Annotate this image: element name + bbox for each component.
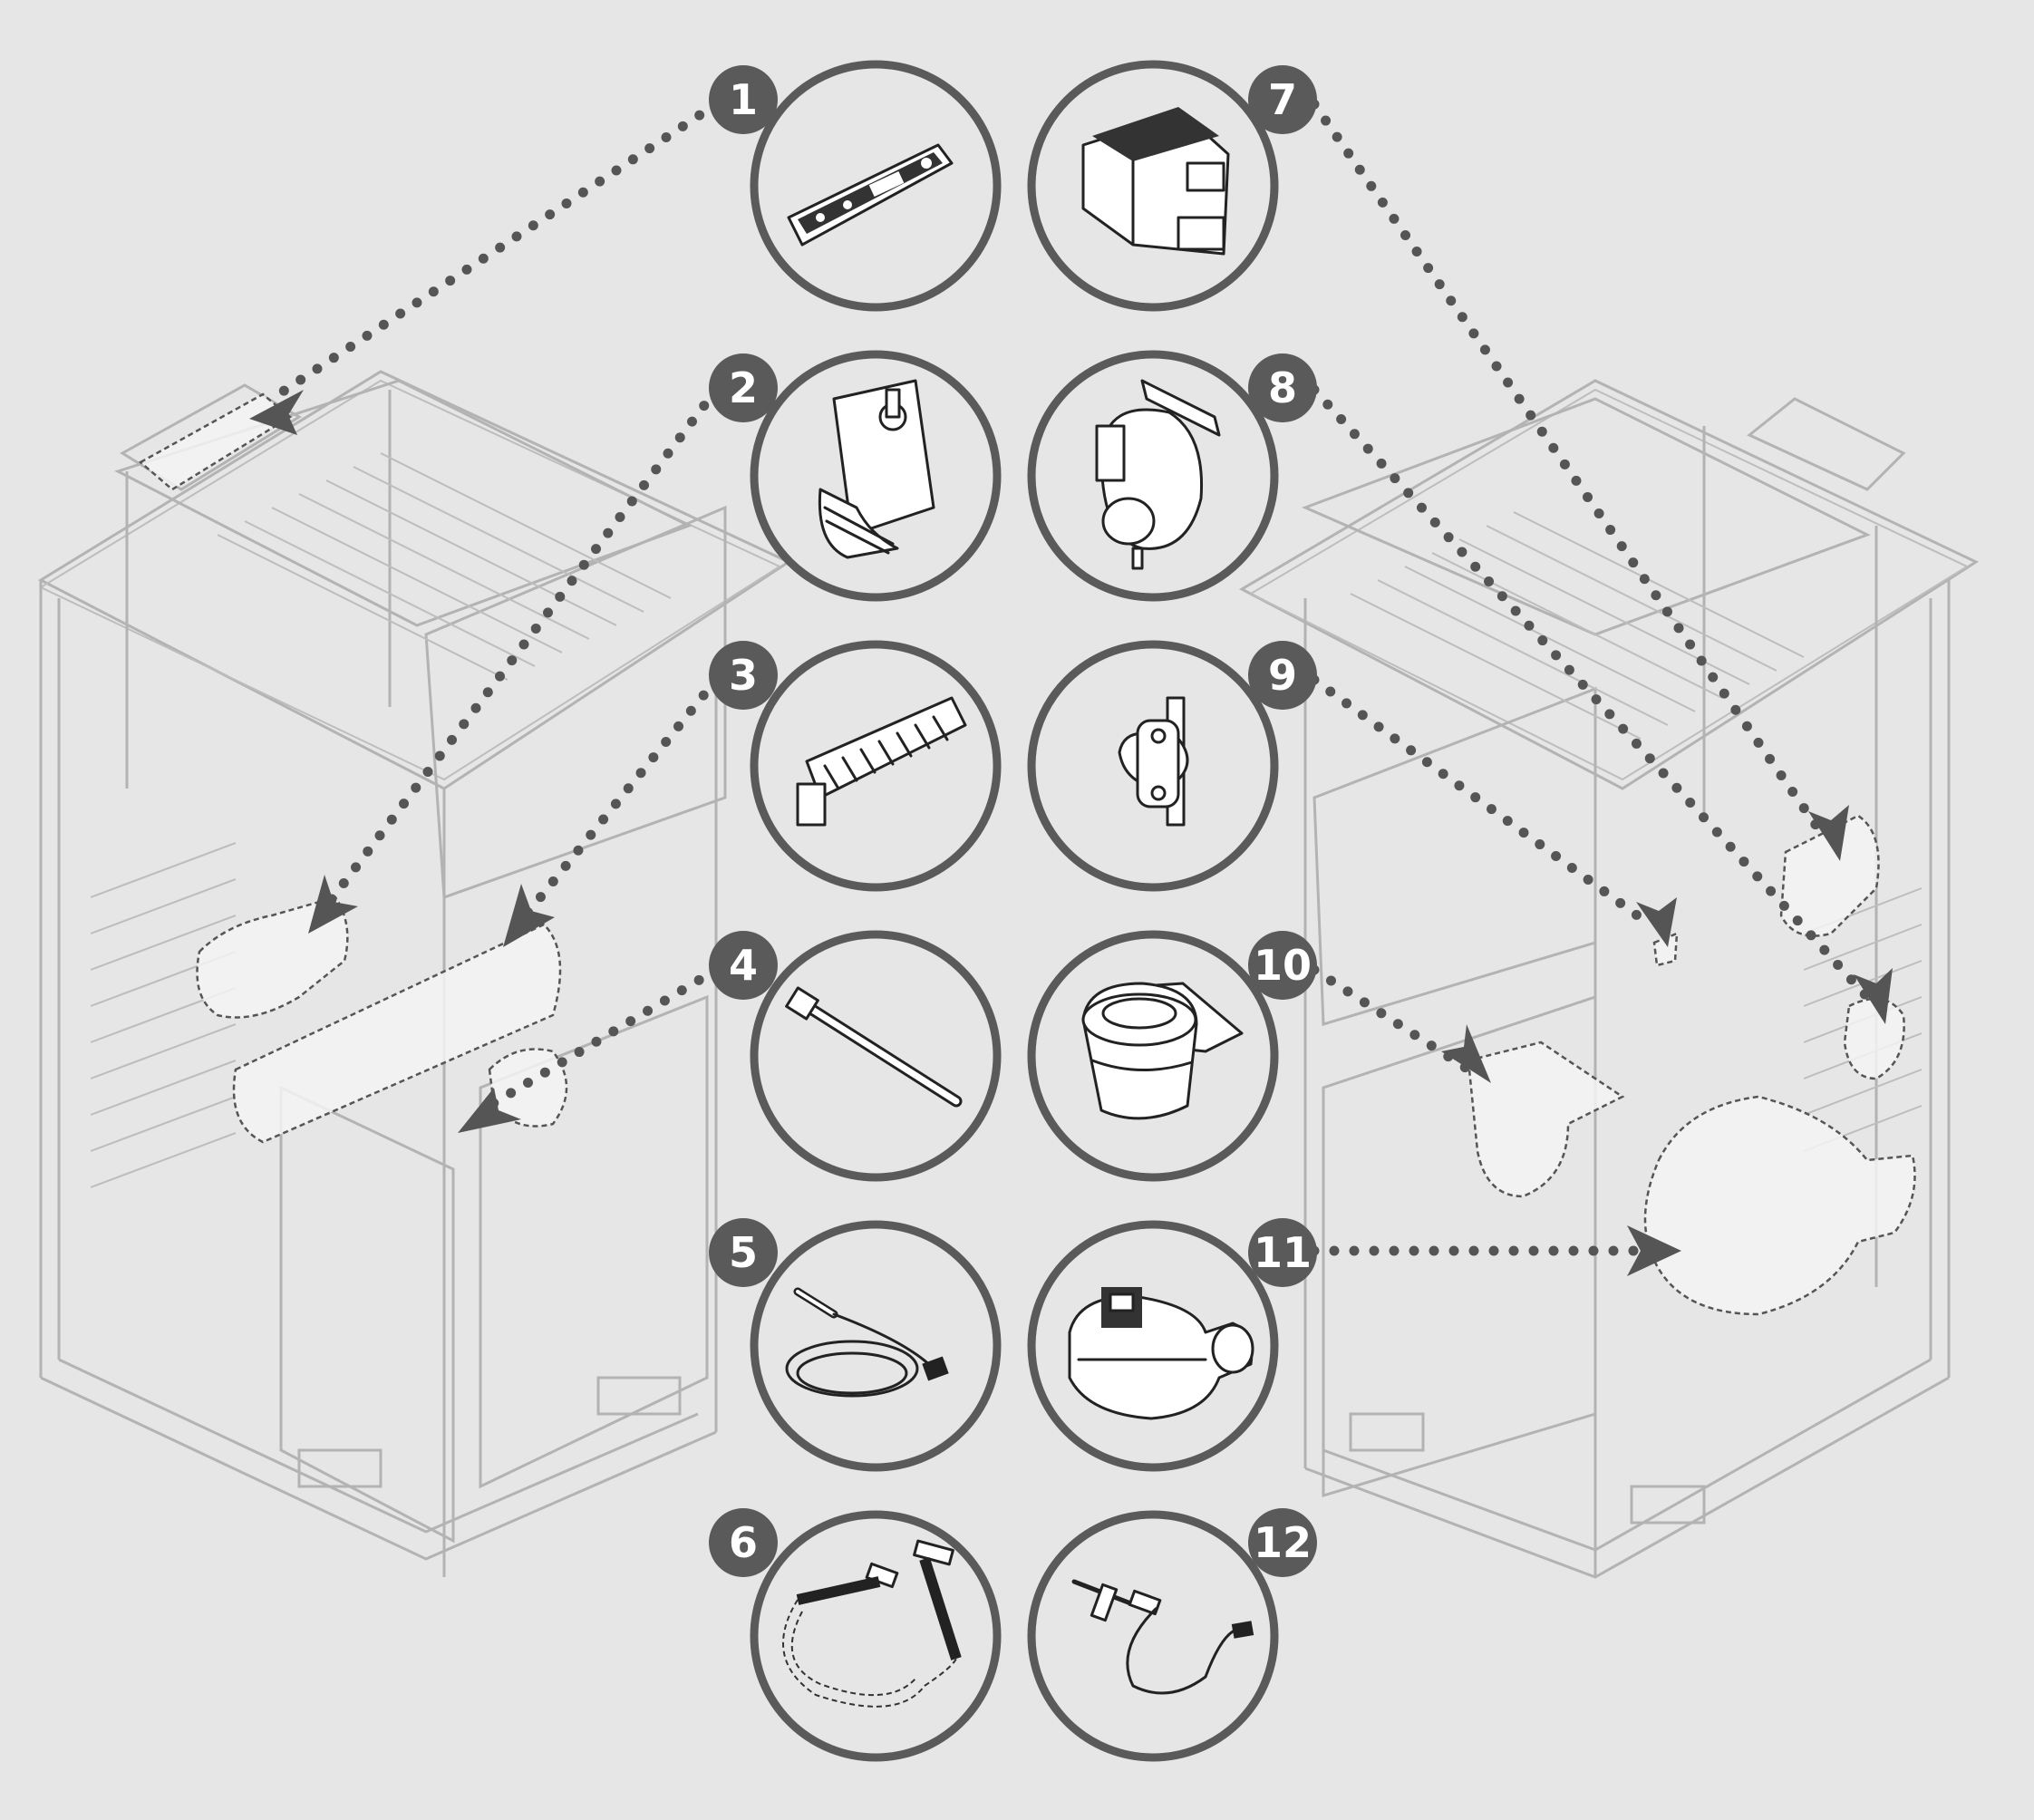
callout-number: 11 — [1254, 1228, 1312, 1277]
callout-number: 5 — [729, 1228, 758, 1277]
callout-badge: 5 — [709, 1218, 778, 1287]
callout-badge: 11 — [1248, 1218, 1317, 1287]
callout-8: 8 — [1027, 350, 1317, 602]
arrowhead-9 — [1636, 897, 1677, 947]
arrowhead-11 — [1627, 1225, 1681, 1276]
arrowhead-7 — [1808, 805, 1849, 861]
callout-badge: 9 — [1248, 641, 1317, 710]
callout-badge: 10 — [1248, 931, 1317, 1000]
callout-ring — [750, 1220, 1002, 1472]
combustion-blower-icon — [1068, 1287, 1254, 1420]
right-ghost-combustion-blower — [1643, 1095, 1916, 1316]
right-ghost-control-board — [1779, 814, 1880, 937]
callout-ring — [750, 1510, 1002, 1762]
callout-6: 6 — [709, 1508, 1002, 1762]
callout-3: 3 — [709, 640, 1002, 892]
callout-badge: 12 — [1248, 1508, 1317, 1577]
thermocouple-icon — [1071, 1579, 1254, 1695]
callout-4: 4 — [709, 930, 1002, 1182]
callout-badge: 3 — [709, 641, 778, 710]
callout-2: 2 — [709, 350, 1002, 602]
ribbon-cable-icon — [782, 1539, 962, 1708]
arrowhead-1 — [249, 390, 304, 435]
callout-number: 12 — [1254, 1518, 1312, 1567]
callout-number: 8 — [1268, 363, 1297, 412]
control-board-icon — [1081, 107, 1230, 256]
callout-number: 2 — [729, 363, 758, 412]
right-ghost-burn-pot — [1467, 1041, 1625, 1198]
leader-1 — [266, 99, 722, 404]
callout-number: 9 — [1268, 651, 1297, 700]
arrowhead-10 — [1441, 1024, 1491, 1083]
callout-number: 3 — [729, 651, 758, 700]
callout-number: 6 — [729, 1518, 758, 1567]
callout-badge: 6 — [709, 1508, 778, 1577]
callout-1: 1 — [709, 60, 1002, 312]
callout-5: 5 — [709, 1218, 1002, 1472]
callout-number: 7 — [1268, 75, 1297, 124]
thermal-switch-icon — [1118, 696, 1189, 827]
callout-badge: 4 — [709, 931, 778, 1000]
callout-ring — [1027, 1510, 1279, 1762]
temperature-probe-icon — [785, 1287, 949, 1398]
callout-number: 4 — [729, 941, 758, 990]
control-panel-icon — [787, 143, 954, 247]
arrowhead-2 — [308, 875, 358, 934]
leader-4 — [484, 964, 722, 1111]
leader-arrowheads — [249, 390, 1893, 1276]
pressure-switch-icon — [1095, 379, 1221, 570]
callout-badge: 2 — [709, 353, 778, 422]
right-stove-frame — [1238, 379, 1980, 1579]
leader-2 — [321, 384, 722, 912]
right-ghost-pressure-switch — [1843, 997, 1905, 1080]
arrowhead-3 — [503, 884, 555, 947]
igniter-rod-icon — [785, 986, 963, 1108]
callout-number: 1 — [729, 75, 758, 124]
left-stove-frame — [37, 370, 792, 1577]
callout-12: 12 — [1027, 1508, 1317, 1762]
left-ghost-convection-blower — [232, 923, 562, 1144]
leader-7 — [1309, 99, 1827, 839]
callout-10: 10 — [1027, 930, 1317, 1182]
leader-lines — [266, 99, 1873, 1256]
leader-8 — [1309, 384, 1873, 1002]
callout-badge: 8 — [1248, 353, 1317, 422]
gear-motor-icon — [818, 379, 935, 559]
callout-badge: 1 — [709, 65, 778, 134]
callout-11: 11 — [1027, 1218, 1317, 1472]
burn-pot-icon — [1081, 982, 1244, 1120]
callout-badge: 7 — [1248, 65, 1317, 134]
callout-7: 7 — [1027, 60, 1317, 312]
left-ghost-gear-motor — [196, 895, 349, 1019]
callout-9: 9 — [1027, 640, 1317, 892]
arrowhead-8 — [1854, 968, 1893, 1024]
convection-blower-icon — [796, 696, 967, 827]
arrowhead-4 — [458, 1088, 521, 1133]
callout-number: 10 — [1254, 941, 1312, 990]
right-ghost-thermal-switch — [1652, 932, 1679, 967]
